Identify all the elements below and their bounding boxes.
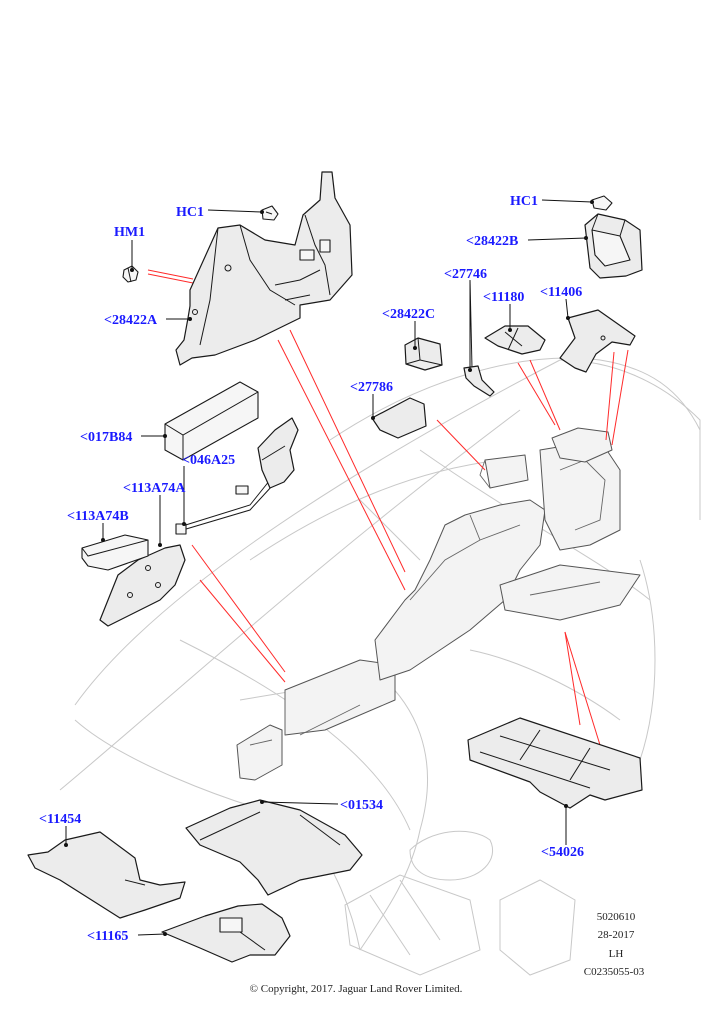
cubby-box-28422c: [404, 337, 443, 371]
clip-hc1-right: [591, 195, 613, 211]
pad-113a74b: [81, 534, 149, 571]
callout-017b84[interactable]: <017B84: [80, 430, 132, 445]
ref-code: 5020610: [597, 911, 636, 923]
callout-046a25[interactable]: <046A25: [182, 453, 235, 468]
assembly-reference-lines: [147, 269, 629, 746]
callout-hc1-left[interactable]: HC1: [176, 205, 204, 220]
console-trim-11165: [161, 903, 291, 963]
callout-113a74a[interactable]: <113A74A: [123, 481, 186, 496]
callout-01534[interactable]: <01534: [340, 798, 383, 813]
callout-27746[interactable]: <27746: [444, 267, 487, 282]
callout-11454[interactable]: <11454: [39, 812, 81, 827]
callout-113a74b[interactable]: <113A74B: [67, 509, 129, 524]
callout-28422c[interactable]: <28422C: [382, 307, 435, 322]
copyright-notice: © Copyright, 2017. Jaguar Land Rover Lim…: [250, 983, 463, 995]
callout-hm1[interactable]: HM1: [114, 225, 145, 240]
callout-11180[interactable]: <11180: [483, 290, 524, 305]
reference-block: 5020610 28-2017 LH C0235055-03: [584, 911, 645, 978]
leader-lines: [64, 199, 594, 936]
callout-28422b[interactable]: <28422B: [466, 234, 518, 249]
callout-labels: HC1 HM1 <28422A HC1 <28422B <27746 <1118…: [39, 194, 584, 944]
callout-11406[interactable]: <11406: [540, 285, 582, 300]
floor-mat-01534: [185, 799, 363, 896]
callout-hc1-right[interactable]: HC1: [510, 194, 538, 209]
quarter-trim-panel-28422a: [175, 171, 353, 366]
harness-bracket-046a25: [175, 417, 299, 535]
bracket-11406: [559, 309, 636, 373]
mat-27786: [371, 397, 427, 439]
clip-hc1-left: [261, 205, 279, 221]
rear-trim-panel-28422b: [584, 213, 643, 279]
carpet-11454: [27, 831, 186, 919]
side-trim-113a74a: [99, 544, 186, 627]
load-floor-54026: [467, 717, 643, 809]
clip-hm1: [122, 265, 139, 283]
foam-block-017b84: [164, 381, 259, 461]
bracket-11180: [484, 325, 546, 355]
callout-27786[interactable]: <27786: [350, 380, 393, 395]
ref-date: 28-2017: [598, 929, 635, 941]
callout-11165[interactable]: <11165: [87, 929, 128, 944]
callout-54026[interactable]: <54026: [541, 845, 584, 860]
assembled-trim-ghost: [236, 427, 641, 781]
callout-28422a[interactable]: <28422A: [104, 313, 158, 328]
ref-side: LH: [609, 948, 624, 960]
ref-number: C0235055-03: [584, 966, 645, 978]
